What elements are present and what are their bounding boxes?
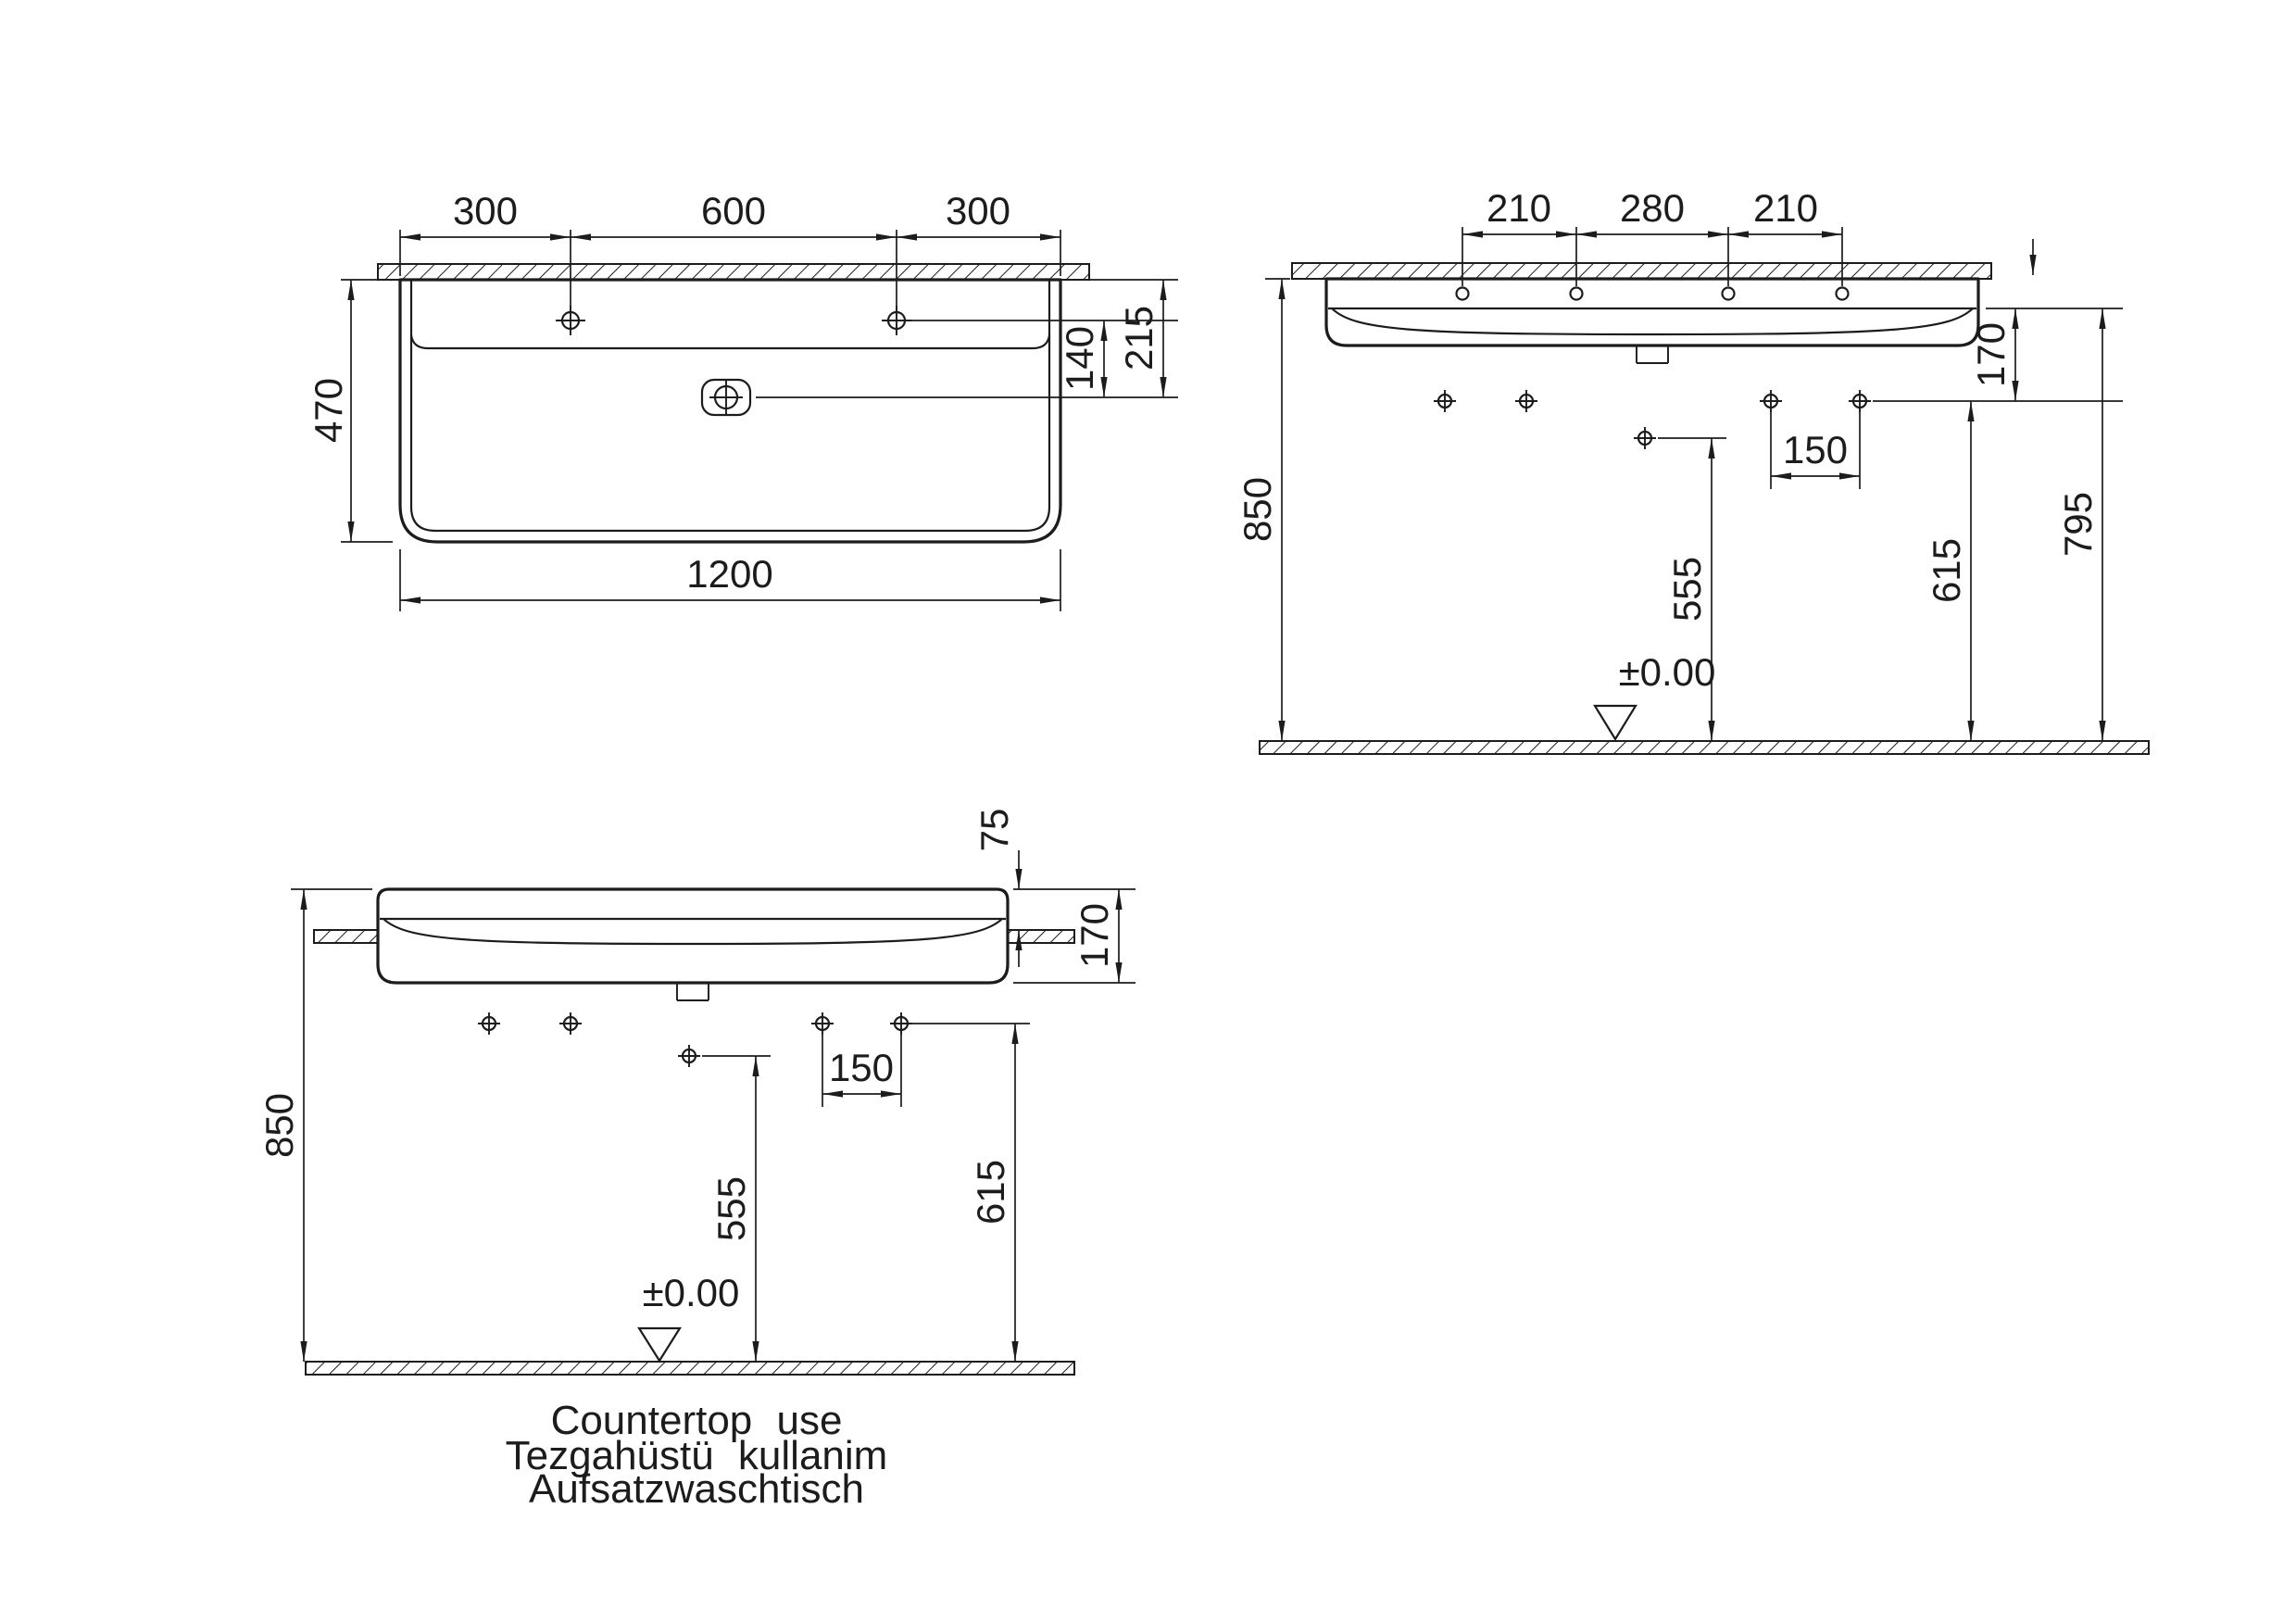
bowl-rear-edge: [409, 334, 1051, 350]
bowl-profile-curve: [1331, 308, 1974, 336]
tap-hole-icon: [1455, 286, 1470, 301]
caption: Countertop use Tezgahüstü kullanim Aufsa…: [506, 1398, 888, 1512]
caption-line-2: Tezgahüstü kullanim: [506, 1433, 888, 1478]
tap-hole-icon: [1835, 286, 1850, 301]
front-dim-795-label: 795: [2056, 492, 2100, 557]
front-dim-210-right-label: 210: [1753, 186, 1818, 230]
front-dimension-lines: [1278, 231, 2106, 741]
basin-front-outline: [376, 887, 1010, 985]
caption-line-3: Aufsatzwaschtisch: [529, 1466, 864, 1512]
caption-line-1: Countertop use: [551, 1398, 843, 1443]
front-datum-label: ±0.00: [1619, 650, 1716, 694]
datum-triangle-icon: [637, 1326, 682, 1363]
drain-stub: [676, 983, 709, 1001]
countertop-dim-150-label: 150: [829, 1046, 894, 1089]
fixing-holes: [478, 1012, 912, 1067]
tap-hole-icon: [1569, 286, 1584, 301]
basin-outer-outline: [398, 278, 1062, 544]
plan-dim-600-label: 600: [701, 189, 766, 232]
countertop-extension-lines: [291, 888, 1135, 1107]
front-dim-615-label: 615: [1925, 538, 1968, 603]
countertop-view: 75 170 850 150 615 555 ±0.00 Countertop …: [257, 809, 1135, 1512]
faucet-hole-crosshairs: [556, 306, 911, 335]
drain-stub: [1636, 346, 1669, 364]
front-extension-lines: [1265, 227, 2123, 489]
datum-triangle-icon: [1593, 704, 1637, 742]
fixing-hole-crosshairs: [478, 1012, 912, 1067]
plan-dim-140-label: 140: [1058, 326, 1101, 391]
plan-dim-215-label: 215: [1117, 306, 1161, 371]
drain-outline: [700, 378, 752, 417]
floor-section-strip: [1259, 740, 2150, 755]
front-datum: ±0.00: [1593, 650, 1716, 742]
front-dim-210-left-label: 210: [1487, 186, 1551, 230]
countertop-dim-555-label: 555: [709, 1176, 753, 1241]
basin-inner-outline: [409, 280, 1051, 533]
bowl-profile-curve: [383, 918, 1003, 946]
basin-front-outline: [1324, 277, 1980, 347]
floor-section-strip: [305, 1361, 1075, 1376]
tap-holes: [1455, 286, 1850, 301]
countertop-dim-615-label: 615: [969, 1160, 1012, 1225]
front-dim-555-label: 555: [1665, 557, 1709, 622]
front-view: 210 280 210 850 170 795 615 555 150 ±0.0…: [1236, 186, 2150, 755]
plan-extension-lines: [341, 230, 1178, 611]
front-dim-150-label: 150: [1783, 428, 1848, 471]
drain: [700, 378, 752, 417]
tap-hole-icon: [1721, 286, 1736, 301]
countertop-dim-170-label: 170: [1073, 903, 1116, 968]
wall-section-strip: [1291, 262, 1992, 280]
plan-dim-300-left-label: 300: [453, 189, 518, 232]
fixing-hole-crosshairs: [1434, 390, 1871, 449]
plan-view: 300 600 300 470 1200 140 215: [307, 189, 1178, 611]
fixing-holes: [1434, 390, 1871, 449]
countertop-dim-75-label: 75: [972, 809, 1016, 852]
countertop-dim-850-label: 850: [257, 1093, 301, 1158]
front-dim-850-label: 850: [1236, 477, 1279, 542]
plan-dim-300-right-label: 300: [946, 189, 1010, 232]
front-dim-280-label: 280: [1620, 186, 1685, 230]
front-dim-170-label: 170: [1969, 322, 2013, 387]
countertop-dimension-lines: [300, 850, 1123, 1362]
countertop-datum-label: ±0.00: [643, 1271, 740, 1314]
wall-section-strip: [377, 263, 1090, 281]
countertop-datum: ±0.00: [637, 1271, 740, 1363]
drain-crosshair: [709, 381, 743, 414]
plan-dim-1200-label: 1200: [686, 552, 772, 596]
plan-dimension-lines: [347, 233, 1167, 604]
faucet-holes: [556, 306, 911, 335]
plan-dim-470-label: 470: [307, 378, 350, 443]
